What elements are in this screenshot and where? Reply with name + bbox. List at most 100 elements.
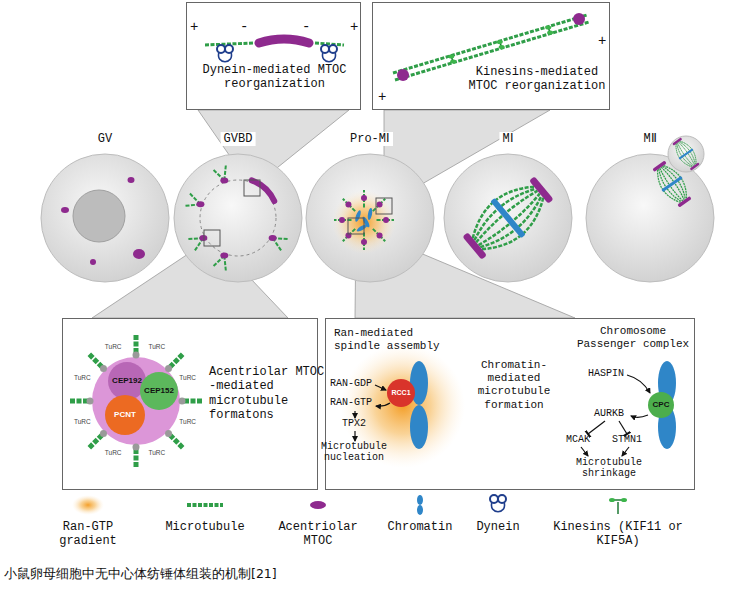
legend-item: Ran-GTP gradient (48, 494, 128, 549)
chromosome (417, 505, 423, 515)
oocyte-cell: Pro-MⅠ (300, 132, 440, 290)
chromosome (410, 405, 428, 449)
protein-label: STMN1 (612, 434, 642, 445)
stage-label: GVBD (221, 132, 256, 146)
polar-body (668, 136, 704, 172)
pathway-arrow (631, 415, 648, 417)
acentriolar-mtoc (199, 235, 207, 241)
turc-label: TuRC (105, 344, 122, 351)
ran-gradient-swatch (72, 495, 104, 515)
legend-text: Acentriolar MTOC (266, 520, 370, 549)
chromatin (356, 223, 368, 232)
microtubule (480, 196, 547, 254)
chromosome (417, 495, 423, 505)
acentriolar-mtoc (310, 501, 326, 509)
zoom-square (204, 230, 220, 246)
callout-box: Kinesins-mediated MTOC reorganization (372, 2, 610, 110)
polarity-sign: - (240, 20, 248, 35)
cell-body (306, 154, 434, 282)
kinesin-head (450, 60, 456, 64)
legend-item: Kinesins (KIF11 or KIF5A) (553, 494, 683, 549)
protein-label: HASPIN (588, 368, 624, 379)
callout-title: Ran-mediated spindle assembly (334, 327, 464, 353)
dynein-head (321, 45, 329, 53)
dynein-head (225, 45, 233, 53)
protein-name: CEP152 (144, 386, 174, 396)
turc-label: TuRC (105, 449, 122, 456)
microtubule (89, 354, 102, 367)
protein-label: TPX2 (342, 418, 366, 429)
turc-dot (100, 430, 107, 437)
acentriolar-mtoc (252, 180, 275, 201)
turc-dot (87, 398, 94, 405)
turc-label: TuRC (148, 449, 165, 456)
pathway-arrow (375, 385, 386, 390)
legend-swatch (68, 494, 108, 516)
protein-circle (140, 372, 178, 410)
cell-illustration (168, 150, 308, 290)
acentriolar-mtoc (269, 235, 277, 241)
microtubule (393, 15, 587, 73)
microtubule (315, 43, 344, 45)
acentriolar-mtoc (196, 201, 204, 207)
turc-label: TuRC (74, 418, 91, 425)
dynein-head (498, 495, 506, 503)
turc-label: TuRC (179, 418, 196, 425)
callout-box: Dynein-mediated MTOC reorganization (186, 2, 361, 110)
acentriolar-mtoc (133, 249, 145, 259)
legend-item: Microtubule (157, 494, 253, 534)
spindle-pole (462, 232, 487, 259)
pathway-arrow (376, 403, 390, 406)
turc-label: TuRC (179, 375, 196, 382)
microtubule (134, 335, 139, 353)
cell-body (174, 154, 302, 282)
microtubule (170, 354, 183, 367)
nuclear-envelope (200, 180, 276, 256)
chromosome-band (490, 198, 525, 239)
protein-circle: RCC1 (387, 379, 415, 407)
legend-swatch (298, 494, 338, 516)
callout-title: Chromosome Passenger complex (574, 325, 692, 351)
microtubule (674, 143, 693, 168)
legend-text: Ran-GTP gradient (48, 520, 128, 549)
kinesin-head (448, 55, 454, 59)
spindle-pole (677, 196, 691, 207)
kinesin-head (545, 26, 551, 30)
polarity-sign: + (190, 20, 198, 35)
protein-circle: CPC (648, 392, 674, 418)
legend-item: Dynein (468, 494, 528, 534)
legend-text: Dynein (468, 520, 528, 534)
microtubule (170, 435, 183, 448)
turc-dot (179, 398, 186, 405)
turc-label: TuRC (74, 375, 91, 382)
chromatin (367, 208, 373, 221)
zoom-square (244, 180, 260, 196)
microtubule (482, 198, 553, 260)
acentriolar-mtoc (377, 201, 383, 207)
stage-label: GV (95, 132, 115, 146)
turc-dot (100, 365, 107, 372)
callout-illustration (187, 3, 362, 111)
microtubule (469, 182, 536, 240)
outcome-label: Microtubule shrinkage (564, 457, 654, 479)
meiotic-spindle (457, 169, 560, 266)
turc-dot (165, 430, 172, 437)
microtubule (678, 141, 695, 165)
callout-title: Chromatin-mediated microtubule formation (464, 359, 564, 412)
acentriolar-mtoc (220, 253, 228, 259)
legend-text: Chromatin (380, 520, 460, 534)
kinesin-head (499, 45, 505, 49)
pathway-arrow (622, 447, 629, 456)
dynein-head (329, 45, 337, 53)
kinesin-head (621, 498, 627, 502)
protein-name: CEP192 (112, 376, 142, 386)
ran-gradient (332, 190, 396, 254)
zoom-square (376, 198, 392, 214)
spindle-pole (690, 162, 700, 170)
turc-dot (133, 444, 140, 451)
callout-illustration (373, 3, 611, 111)
polarity-sign: + (598, 34, 606, 49)
stage-label: MⅠ (499, 132, 516, 146)
microtubule (70, 399, 88, 404)
callout-title: Acentriolar MTOC -mediated microtubule f… (209, 365, 329, 423)
